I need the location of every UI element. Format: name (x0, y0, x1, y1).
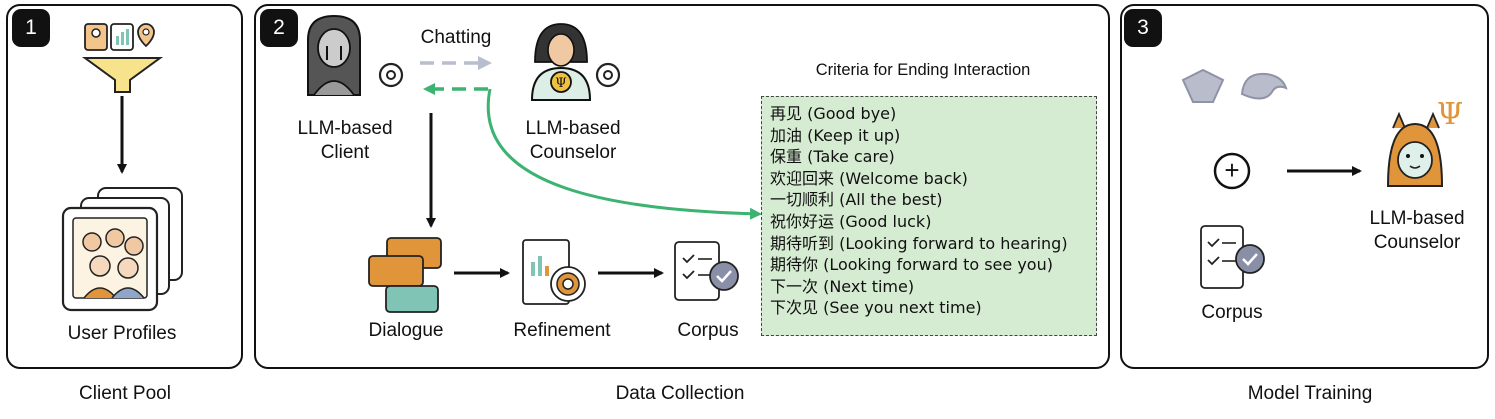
counselor-avatar-icon: Ψ (530, 23, 592, 101)
plus-circle-icon (1213, 152, 1251, 190)
criteria-item: 祝你好运 (Good luck) (770, 211, 932, 231)
corpus-icon-panel3 (1200, 225, 1265, 289)
corpus-label: Corpus (677, 320, 739, 341)
client-label: LLM-based Client (297, 118, 393, 163)
psi-badge-icon: Ψ (555, 76, 566, 91)
whale-logo-icon (1240, 72, 1288, 100)
step-badge-2: 2 (260, 9, 298, 47)
chatting-label: Chatting (420, 27, 492, 48)
psi-symbol: Ψ (1436, 97, 1464, 132)
criteria-item: 期待听到 (Looking forward to hearing) (770, 233, 1068, 253)
step-badge-1: 1 (12, 9, 50, 47)
openai-logo-icon-2 (595, 62, 621, 88)
funnel-icon (81, 23, 164, 93)
criteria-item: 期待你 (Looking forward to see you) (770, 255, 1053, 275)
criteria-item: 保重 (Take care) (770, 147, 895, 167)
step-badge-3: 3 (1124, 9, 1162, 47)
caption-client-pool: Client Pool (79, 383, 171, 404)
criteria-box: 再见 (Good bye) 加油 (Keep it up) 保重 (Take c… (761, 96, 1097, 336)
criteria-item: 再见 (Good bye) (770, 104, 897, 123)
alpaca-counselor-icon (1386, 111, 1444, 187)
model-logo-icon (1181, 68, 1225, 103)
user-profiles-icon (61, 187, 183, 312)
corpus-icon (674, 241, 739, 301)
refinement-icon (522, 239, 586, 305)
counselor-label-panel3: LLM-based Counselor (1369, 208, 1465, 253)
criteria-item: 下次见 (See you next time) (770, 298, 982, 318)
caption-model-training: Model Training (1247, 383, 1373, 404)
openai-logo-icon (378, 62, 404, 88)
dialogue-icon (368, 237, 442, 313)
criteria-item: 一切顺利 (All the best) (770, 190, 943, 210)
criteria-item: 下一次 (Next time) (770, 276, 915, 296)
dialogue-label: Dialogue (368, 320, 444, 341)
criteria-check-arrow (486, 88, 762, 220)
criteria-item: 加油 (Keep it up) (770, 125, 901, 145)
caption-data-collection: Data Collection (615, 383, 745, 404)
user-profiles-label: User Profiles (67, 323, 177, 344)
criteria-title: Criteria for Ending Interaction (815, 61, 1031, 79)
corpus-label-panel3: Corpus (1201, 302, 1263, 323)
criteria-item: 欢迎回来 (Welcome back) (770, 168, 968, 188)
client-avatar-icon (307, 14, 361, 96)
counselor-label: LLM-based Counselor (525, 118, 621, 163)
refinement-label: Refinement (513, 320, 611, 341)
plus-symbol: + (1224, 155, 1240, 185)
